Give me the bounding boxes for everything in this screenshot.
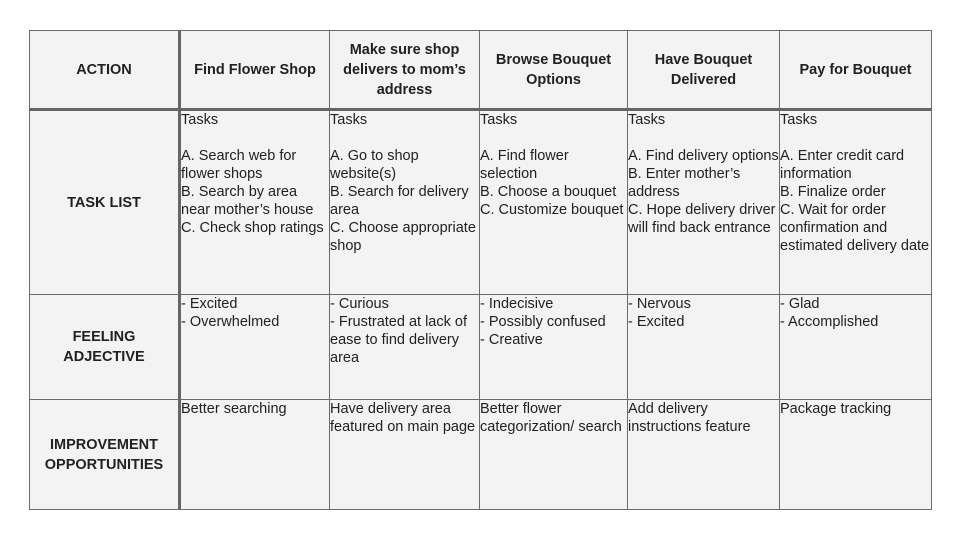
improvement-cell: Add delivery instructions feature [627, 399, 780, 510]
feeling-cell: - Nervous - Excited [627, 294, 780, 400]
stage-header: Find Flower Shop [179, 30, 330, 111]
row-label-improvement-opportunities: IMPROVEMENT OPPORTUNITIES [29, 399, 181, 510]
feeling-item: - Excited [181, 296, 238, 312]
improvement-cell: Package tracking [779, 399, 932, 510]
feeling-item: - Accomplished [780, 314, 879, 330]
improvement-row: IMPROVEMENT OPPORTUNITIES Better searchi… [29, 399, 932, 510]
task-cell: Tasks A. Go to shop website(s) B. Search… [329, 109, 480, 295]
task-cell: Tasks A. Enter credit card information B… [779, 109, 932, 295]
task-item: B. Choose a bouquet [480, 184, 617, 200]
task-title: Tasks [628, 112, 666, 128]
feeling-cell: - Indecisive - Possibly confused - Creat… [479, 294, 628, 400]
task-item: C. Customize bouquet [480, 202, 624, 218]
feeling-cell: - Curious - Frustrated at lack of ease t… [329, 294, 480, 400]
task-title: Tasks [181, 112, 219, 128]
task-item: B. Enter mother’s address [628, 166, 741, 200]
feeling-cell: - Excited - Overwhelmed [179, 294, 330, 400]
feeling-item: - Indecisive [480, 296, 554, 312]
task-cell: Tasks A. Search web for flower shops B. … [179, 109, 330, 295]
task-list-row: TASK LIST Tasks A. Search web for flower… [29, 109, 932, 295]
feeling-item: - Glad [780, 296, 820, 312]
stage-header: Have Bouquet Delivered [627, 30, 780, 111]
feeling-row: FEELING ADJECTIVE - Excited - Overwhelme… [29, 294, 932, 400]
user-journey-map: ACTION Find Flower Shop Make sure shop d… [29, 30, 932, 510]
task-title: Tasks [780, 112, 818, 128]
task-item: C. Wait for order confirmation and estim… [780, 202, 930, 254]
feeling-item: - Possibly confused [480, 314, 606, 330]
feeling-item: - Nervous [628, 296, 691, 312]
stage-header: Make sure shop delivers to mom’s address [329, 30, 480, 111]
header-row: ACTION Find Flower Shop Make sure shop d… [29, 30, 932, 111]
task-item: A. Find flower selection [480, 148, 569, 182]
row-label-task-list: TASK LIST [29, 109, 181, 295]
improvement-cell: Have delivery area featured on main page [329, 399, 480, 510]
task-title: Tasks [480, 112, 518, 128]
task-item: B. Search by area near mother’s house [181, 184, 314, 218]
task-item: C. Hope delivery driver will find back e… [628, 202, 776, 236]
corner-label-action: ACTION [29, 30, 181, 111]
feeling-item: - Frustrated at lack of ease to find del… [330, 314, 467, 366]
task-item: A. Go to shop website(s) [330, 148, 419, 182]
feeling-item: - Excited [628, 314, 685, 330]
task-item: C. Check shop ratings [181, 220, 324, 236]
task-item: B. Finalize order [780, 184, 886, 200]
feeling-cell: - Glad - Accomplished [779, 294, 932, 400]
improvement-cell: Better flower categorization/ search [479, 399, 628, 510]
task-item: B. Search for delivery area [330, 184, 469, 218]
row-label-feeling-adjective: FEELING ADJECTIVE [29, 294, 181, 400]
task-title: Tasks [330, 112, 368, 128]
feeling-item: - Creative [480, 332, 543, 348]
task-item: C. Choose appropriate shop [330, 220, 476, 254]
task-cell: Tasks A. Find delivery options B. Enter … [627, 109, 780, 295]
feeling-item: - Curious [330, 296, 389, 312]
task-item: A. Search web for flower shops [181, 148, 297, 182]
stage-header: Pay for Bouquet [779, 30, 932, 111]
feeling-item: - Overwhelmed [181, 314, 280, 330]
task-item: A. Enter credit card information [780, 148, 905, 182]
task-cell: Tasks A. Find flower selection B. Choose… [479, 109, 628, 295]
stage-header: Browse Bouquet Options [479, 30, 628, 111]
improvement-cell: Better searching [179, 399, 330, 510]
task-item: A. Find delivery options [628, 148, 779, 164]
